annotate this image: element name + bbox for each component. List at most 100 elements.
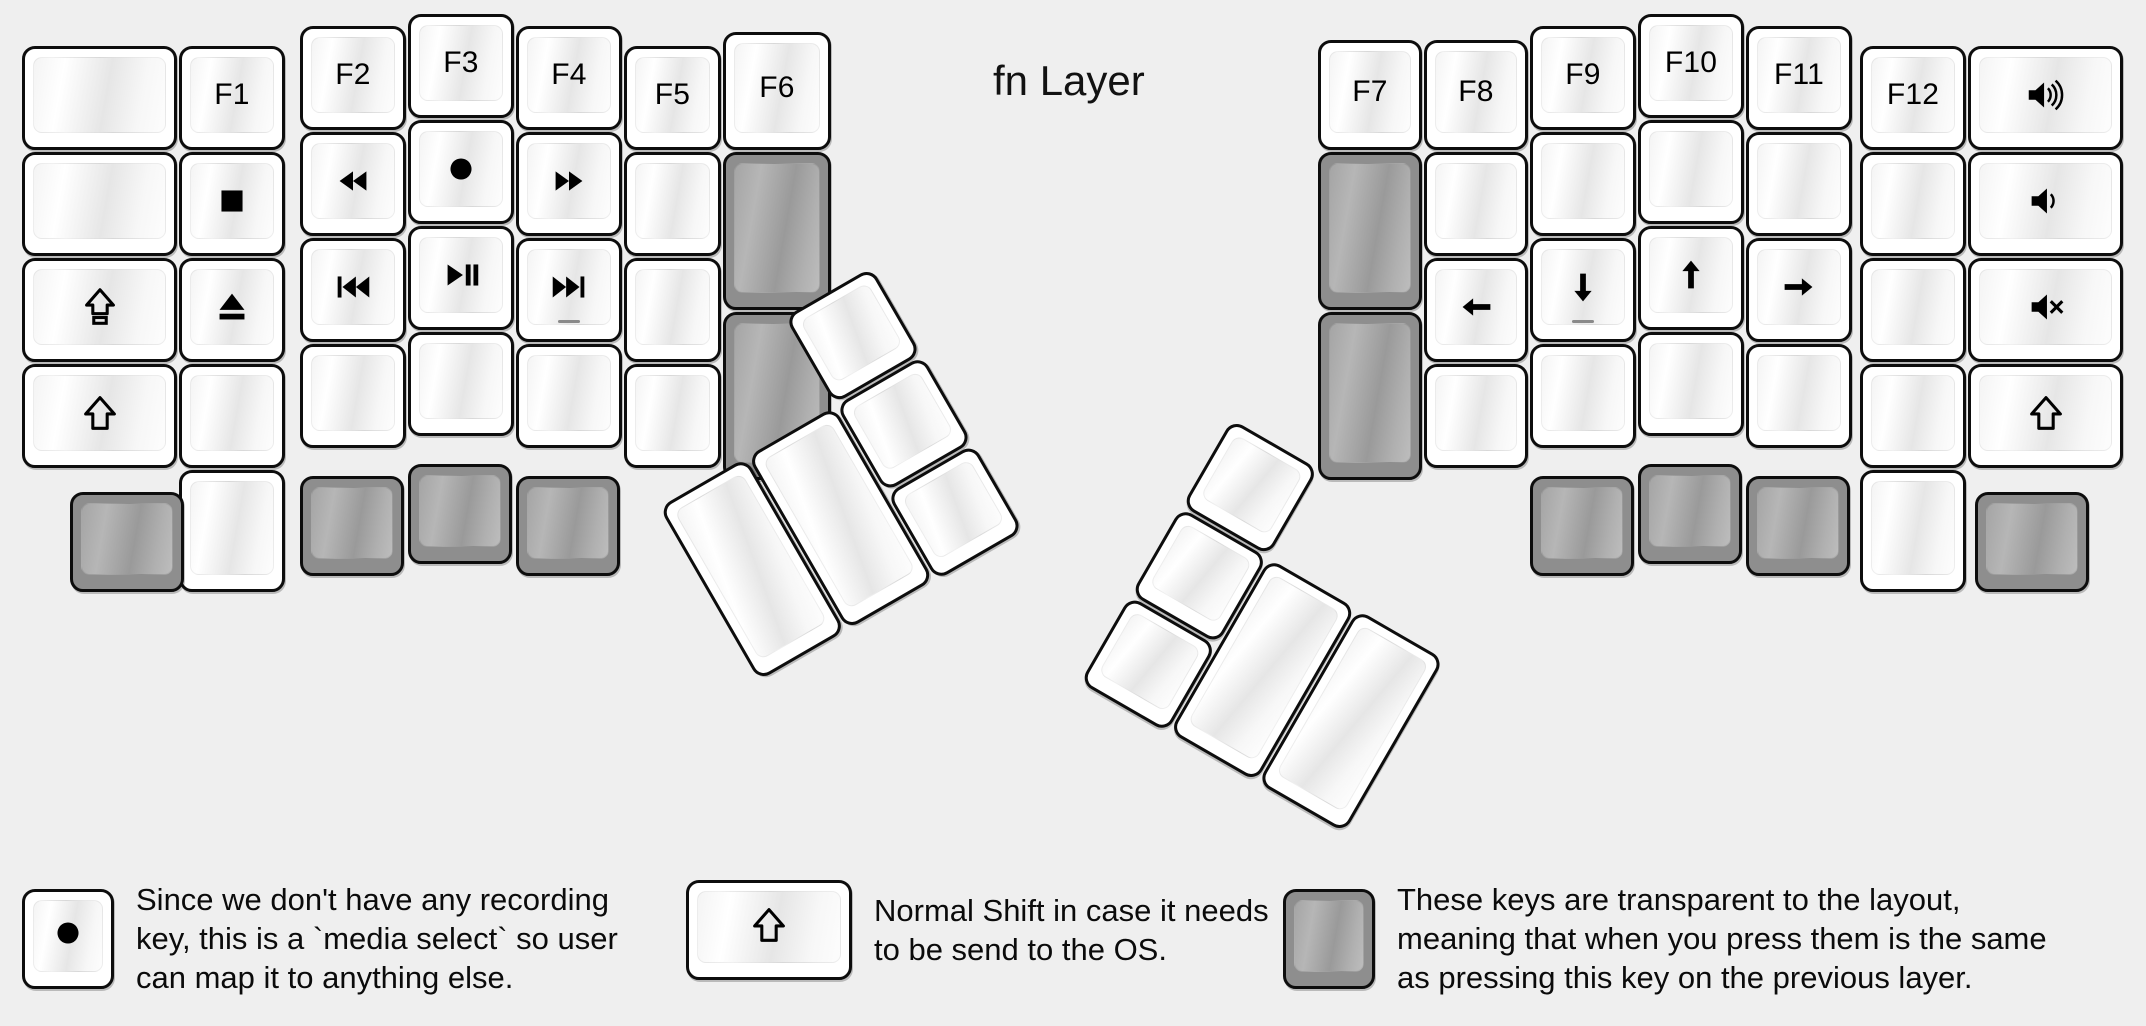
key-left-c1-capslock[interactable] xyxy=(22,258,177,362)
record-key-note: Since we don't have any recording key, t… xyxy=(22,880,618,997)
keycap-surface xyxy=(1871,481,1955,575)
keycap-surface: F10 xyxy=(1649,25,1733,101)
key-left-c6-f5[interactable]: F5 xyxy=(624,46,721,150)
keycap-surface: F11 xyxy=(1757,37,1841,113)
keycap-surface xyxy=(1871,375,1955,451)
key-right-c7-volup[interactable] xyxy=(1968,46,2123,150)
keycap-surface xyxy=(1871,269,1955,345)
key-right-c5-r2[interactable] xyxy=(1746,132,1852,236)
key-left-c2-r4[interactable] xyxy=(179,364,285,468)
keycap-surface xyxy=(1435,163,1517,239)
key-right-c6-r2[interactable] xyxy=(1860,152,1966,256)
key-right-c5-r5-transparent[interactable] xyxy=(1746,476,1850,576)
key-left-c2-f1[interactable]: F1 xyxy=(179,46,285,150)
key-right-c1-r3-transparent[interactable] xyxy=(1318,312,1422,480)
key-right-c3-down[interactable] xyxy=(1530,238,1636,342)
key-left-c5-r4[interactable] xyxy=(516,344,622,448)
key-left-c4-r4[interactable] xyxy=(408,332,514,436)
key-right-c1-f7[interactable]: F7 xyxy=(1318,40,1422,150)
keycap-surface xyxy=(190,481,274,575)
key-left-c1-r5-transparent[interactable] xyxy=(70,492,184,592)
key-left-c1-r1[interactable] xyxy=(22,46,177,150)
volume-down-icon xyxy=(2023,178,2069,224)
key-right-c6-r5[interactable] xyxy=(1860,470,1966,592)
key-left-c3-rewind[interactable] xyxy=(300,132,406,236)
key-left-c4-r5-transparent[interactable] xyxy=(408,464,512,564)
keycap-surface xyxy=(1329,323,1411,463)
keycap-surface xyxy=(1541,143,1625,219)
arrow-down-icon xyxy=(1560,264,1606,310)
keycap-surface xyxy=(190,269,274,345)
key-right-c6-f12[interactable]: F12 xyxy=(1860,46,1966,150)
key-right-c5-right[interactable] xyxy=(1746,238,1852,342)
key-left-c7-r2-transparent[interactable] xyxy=(723,152,831,310)
key-right-c3-f9[interactable]: F9 xyxy=(1530,26,1636,130)
key-label: F6 xyxy=(759,71,795,104)
key-right-c7-mute[interactable] xyxy=(1968,258,2123,362)
key-left-c6-r4[interactable] xyxy=(624,364,721,468)
key-left-c2-r5[interactable] xyxy=(179,470,285,592)
key-left-c5-r5-transparent[interactable] xyxy=(516,476,620,576)
key-left-c3-prevtrack[interactable] xyxy=(300,238,406,342)
key-left-c6-r3[interactable] xyxy=(624,258,721,362)
volume-up-icon xyxy=(2023,72,2069,118)
keycap-surface xyxy=(734,163,820,293)
key-left-c1-r2[interactable] xyxy=(22,152,177,256)
key-left-c4-playpause[interactable] xyxy=(408,226,514,330)
volume-mute-icon xyxy=(2023,284,2069,330)
key-right-c6-r3[interactable] xyxy=(1860,258,1966,362)
keycap-surface xyxy=(1294,899,1364,972)
key-right-c3-r5-transparent[interactable] xyxy=(1530,476,1634,576)
keycap-surface xyxy=(1757,487,1839,559)
key-left-c3-r5-transparent[interactable] xyxy=(300,476,404,576)
key-left-c4-f3[interactable]: F3 xyxy=(408,14,514,118)
key-right-c2-r2[interactable] xyxy=(1424,152,1528,256)
key-right-c7-r5-transparent[interactable] xyxy=(1975,492,2089,592)
keycap-surface xyxy=(1649,237,1733,313)
next-track-icon xyxy=(546,264,592,310)
key-right-c4-r2[interactable] xyxy=(1638,120,1744,224)
keycap-surface xyxy=(1757,355,1841,431)
key-left-c1-shift[interactable] xyxy=(22,364,177,468)
key-right-c6-r4[interactable] xyxy=(1860,364,1966,468)
keycap-surface xyxy=(1329,163,1411,293)
keycap-surface: F2 xyxy=(311,37,395,113)
key-label: F11 xyxy=(1773,58,1825,91)
key-left-c5-nexttrack[interactable] xyxy=(516,238,622,342)
key-right-c1-r2-transparent[interactable] xyxy=(1318,152,1422,310)
key-right-c3-r2[interactable] xyxy=(1530,132,1636,236)
key-right-c2-f8[interactable]: F8 xyxy=(1424,40,1528,150)
key-right-c4-r4[interactable] xyxy=(1638,332,1744,436)
key-right-c5-r4[interactable] xyxy=(1746,344,1852,448)
key-left-c6-r2[interactable] xyxy=(624,152,721,256)
prev-track-icon xyxy=(330,264,376,310)
keycap-surface xyxy=(1979,269,2112,345)
key-left-c4-record[interactable] xyxy=(408,120,514,224)
keycap-surface xyxy=(1757,143,1841,219)
key-label: F12 xyxy=(1886,78,1940,111)
key-right-c7-shift[interactable] xyxy=(1968,364,2123,468)
key-left-c7-f6[interactable]: F6 xyxy=(723,32,831,150)
key-right-c3-r4[interactable] xyxy=(1530,344,1636,448)
keycap-surface xyxy=(1649,343,1733,419)
key-right-c2-r4[interactable] xyxy=(1424,364,1528,468)
key-label: F4 xyxy=(551,58,587,91)
keycap-surface xyxy=(527,249,611,325)
key-right-c4-r5-transparent[interactable] xyxy=(1638,464,1742,564)
keycap-surface xyxy=(33,269,166,345)
key-left-c5-f4[interactable]: F4 xyxy=(516,26,622,130)
key-right-c4-f10[interactable]: F10 xyxy=(1638,14,1744,118)
key-left-c2-eject[interactable] xyxy=(179,258,285,362)
key-left-c5-fastforward[interactable] xyxy=(516,132,622,236)
key-left-c2-stop[interactable] xyxy=(179,152,285,256)
key-left-c3-r4[interactable] xyxy=(300,344,406,448)
key-right-c2-left[interactable] xyxy=(1424,258,1528,362)
key-right-c5-f11[interactable]: F11 xyxy=(1746,26,1852,130)
keycap-surface xyxy=(190,375,274,451)
key-right-c7-voldown[interactable] xyxy=(1968,152,2123,256)
key-right-c4-up[interactable] xyxy=(1638,226,1744,330)
key-left-c3-f2[interactable]: F2 xyxy=(300,26,406,130)
